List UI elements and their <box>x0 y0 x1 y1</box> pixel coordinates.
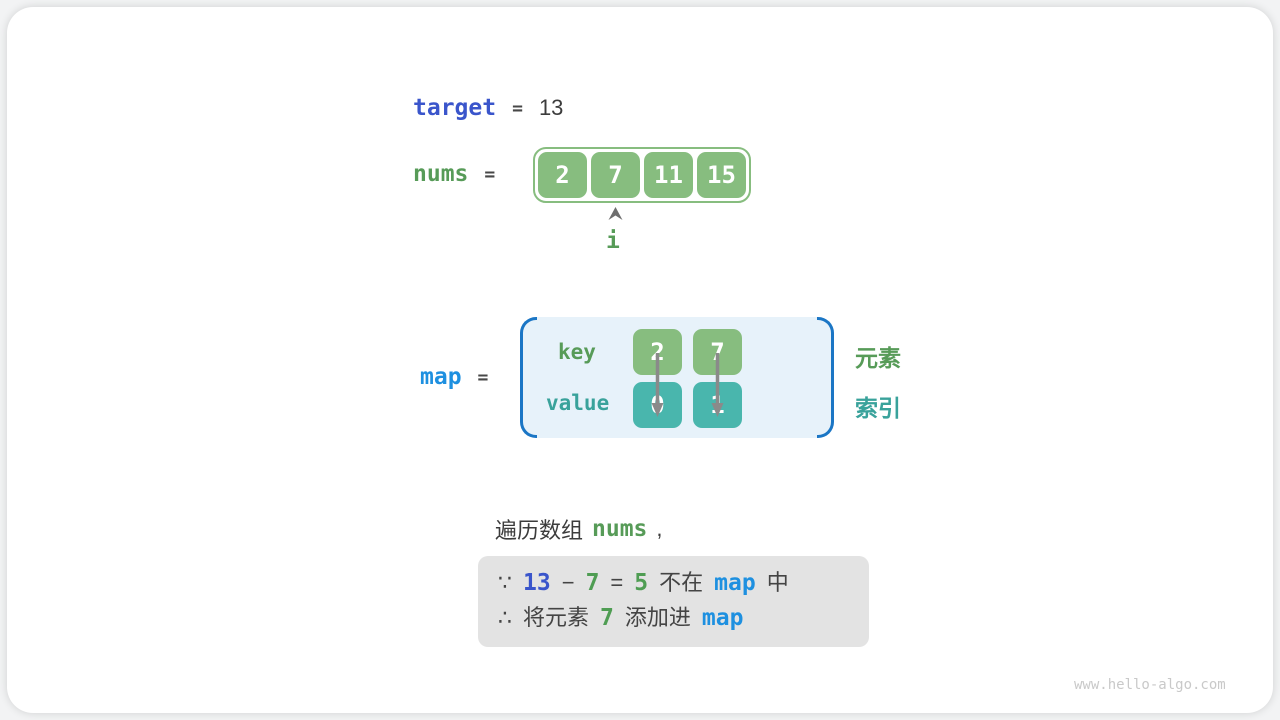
reason-token: = <box>610 570 624 595</box>
nums-label-row: nums = <box>413 161 495 187</box>
reason-token: 将元素 <box>523 605 590 630</box>
reason-token: 中 <box>766 570 789 595</box>
nums-array-cell: 15 <box>697 152 746 198</box>
map-key-row-label: key <box>558 340 596 364</box>
reason-token: 5 <box>634 570 649 596</box>
map-right-bracket <box>817 317 834 438</box>
reason-token: 不在 <box>659 570 704 595</box>
reason-token: map <box>701 605 744 631</box>
reason-box: ∵ 13−7 = 5 不在 map 中 ∴ 将元素 7 添加进 map <box>478 556 869 647</box>
reason-line-1: ∵ 13−7 = 5 不在 map 中 <box>498 570 869 596</box>
reason-token: ∴ <box>498 605 512 630</box>
reason-token: map <box>714 570 756 596</box>
index-side-label: 索引 <box>855 395 901 421</box>
index-pointer-arrow-icon <box>607 207 624 226</box>
reason-token: 7 <box>585 570 600 596</box>
target-value: 13 <box>538 95 564 120</box>
map-key-box: 2 <box>633 329 682 375</box>
reason-token: − <box>561 570 575 595</box>
nums-equals-sign: = <box>484 163 496 185</box>
target-line: target = 13 <box>413 95 563 121</box>
reason-token: 添加进 <box>624 605 691 630</box>
target-equals-sign: = <box>512 97 523 119</box>
map-label-row: map = <box>420 364 488 390</box>
map-left-bracket <box>520 317 537 438</box>
map-value-row-label: value <box>546 391 610 415</box>
caption-code: nums <box>592 516 648 542</box>
reason-token: 13 <box>523 570 551 596</box>
key-to-value-arrow-icon <box>650 353 665 423</box>
nums-var-label: nums <box>413 161 469 187</box>
reason-token: 7 <box>600 605 614 631</box>
caption-prefix: 遍历数组 <box>495 518 584 543</box>
map-var-label: map <box>420 364 462 390</box>
index-pointer-label: i <box>606 228 620 254</box>
target-var-label: target <box>413 95 497 121</box>
caption-comma: , <box>656 516 663 541</box>
nums-array-container: 2 7 11 15 <box>533 147 751 203</box>
nums-array-cell: 2 <box>538 152 587 198</box>
key-to-value-arrow-icon <box>710 353 725 423</box>
nums-array-cell: 11 <box>644 152 693 198</box>
reason-line-2: ∴ 将元素 7 添加进 map <box>498 605 869 631</box>
element-side-label: 元素 <box>855 345 901 371</box>
caption-line: 遍历数组 nums , <box>495 513 663 545</box>
reason-token: ∵ <box>498 570 512 595</box>
map-panel: key value 2 7 0 1 <box>520 317 834 438</box>
nums-array-cell: 7 <box>591 152 640 198</box>
watermark: www.hello-algo.com <box>1074 677 1226 693</box>
map-equals-sign: = <box>477 366 489 388</box>
